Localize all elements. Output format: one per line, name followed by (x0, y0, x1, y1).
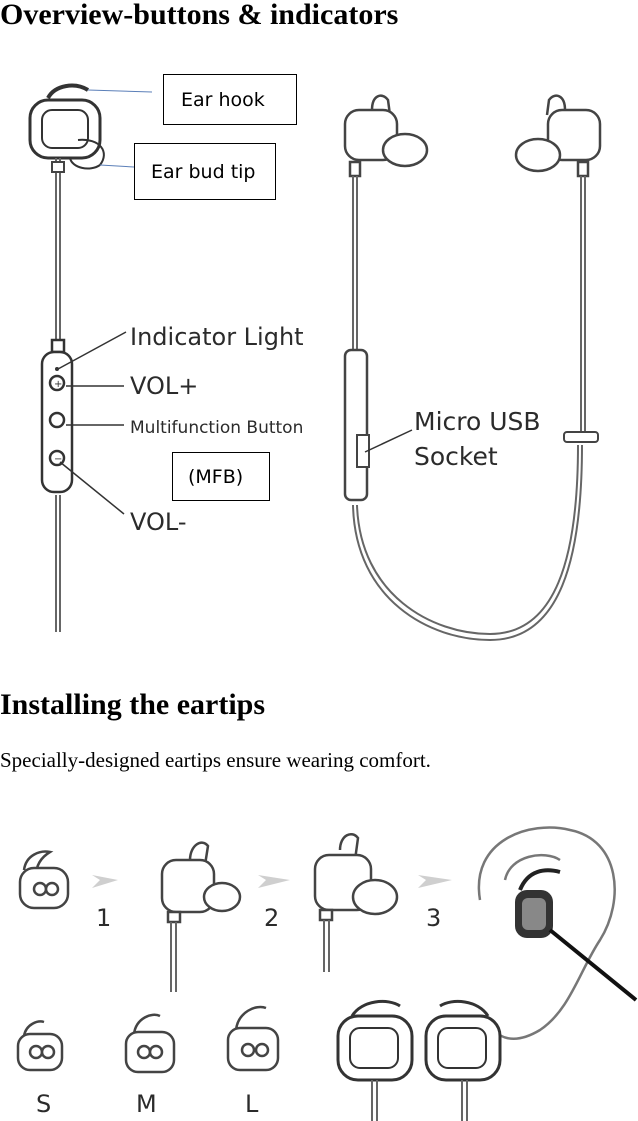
mfb-button-icon (48, 411, 66, 429)
intro-text: Specially-designed eartips ensure wearin… (0, 748, 431, 772)
eartip-large-icon (226, 1005, 280, 1072)
svg-text:+: + (54, 379, 62, 390)
vol-minus-label: VOL- (130, 508, 187, 536)
vol-plus-label: VOL+ (130, 372, 198, 400)
ear-hook-leader (87, 89, 153, 93)
remote-control-icon (40, 338, 74, 494)
overview-heading: Overview-buttons & indicators (0, 0, 399, 31)
multifunction-label: Multifunction Button (130, 418, 303, 438)
size-label: L (245, 1090, 259, 1118)
micro-usb-label-line2: Socket (414, 442, 498, 471)
arrow-icon (258, 875, 290, 888)
overview-diagram: + − Indicator Light VOL+ Multifunction B… (28, 83, 602, 642)
install-diagram: 1 2 3 S M L (16, 826, 638, 1121)
ear-icon (477, 826, 616, 1040)
arrow-icon (92, 875, 118, 888)
earbud-side-icon (313, 833, 399, 922)
svg-text:−: − (54, 454, 62, 465)
right-remote-icon (343, 348, 369, 502)
size-label: M (136, 1090, 157, 1118)
eartip-front-icon (18, 850, 70, 910)
arrow-icon (418, 875, 452, 888)
vol-plus-button-icon (48, 374, 66, 392)
earbud-pair-front-icon (336, 999, 502, 1082)
step-label: 1 (96, 904, 111, 932)
indicator-light-label: Indicator Light (130, 323, 304, 351)
earbud-side-icon (160, 841, 242, 924)
mfb-callout: (MFB) (172, 452, 270, 501)
step-label: 2 (264, 904, 279, 932)
install-heading: Installing the eartips (0, 688, 266, 721)
ear-bud-tip-callout: Ear bud tip (134, 143, 276, 200)
ear-bud-tip-leader (99, 164, 135, 168)
eartip-small-icon (16, 1020, 64, 1072)
step-label: 3 (426, 904, 441, 932)
ear-hook-callout: Ear hook (163, 74, 297, 125)
left-earbud-front-icon (28, 83, 105, 170)
eartip-medium-icon (124, 1013, 176, 1074)
right-earbuds-side-icon (343, 94, 602, 178)
size-label: S (36, 1090, 51, 1118)
micro-usb-label-line1: Micro USB (414, 407, 541, 436)
